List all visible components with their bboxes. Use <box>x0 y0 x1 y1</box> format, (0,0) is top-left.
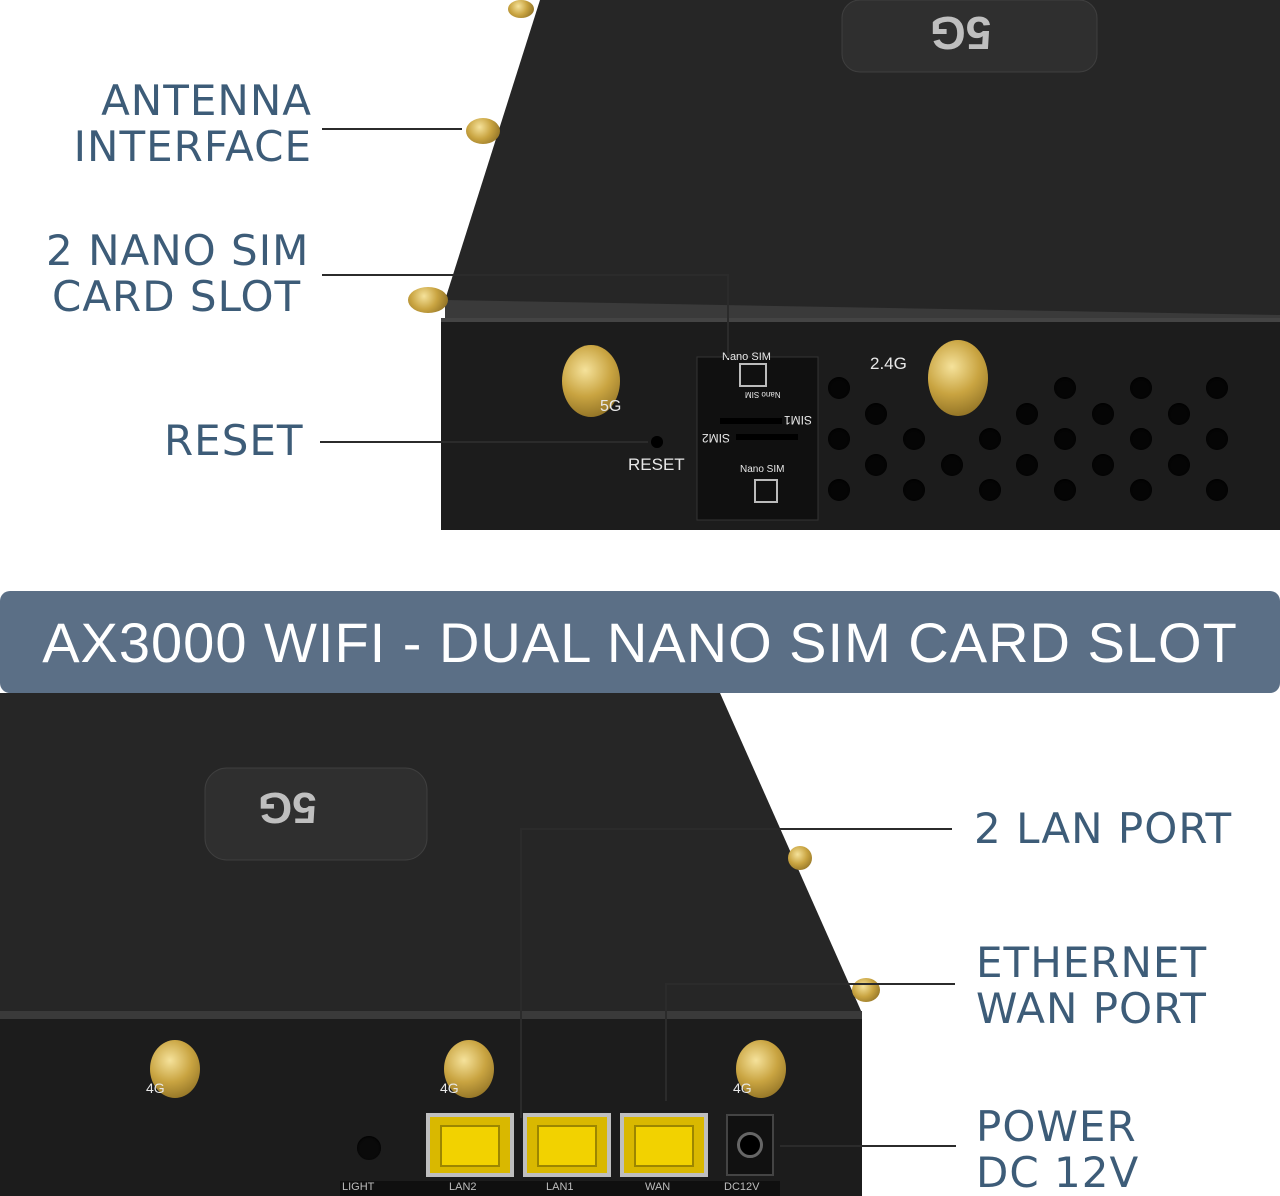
top-badge-5g: 5G <box>930 7 992 59</box>
light-indicator <box>357 1136 381 1160</box>
leader-sim-horizontal <box>322 274 728 276</box>
port-label-lan1: LAN1 <box>546 1181 574 1193</box>
antenna-stub-left <box>466 118 500 144</box>
callout-antenna-line1: ANTENNA <box>101 76 312 125</box>
leader-wan-horizontal <box>665 983 955 985</box>
callout-wan-port: ETHERNET WAN PORT <box>976 938 1208 1034</box>
nano-sim-bottom-label: Nano SIM <box>740 464 785 475</box>
antenna-stub-right-lower <box>852 978 880 1002</box>
callout-antenna-line2: INTERFACE <box>73 122 312 172</box>
bottom-device-body <box>0 693 862 1196</box>
antenna-connector-4g-1 <box>150 1040 200 1098</box>
antenna-connector-4g-2 <box>444 1040 494 1098</box>
antenna-label-4g-2: 4G <box>440 1080 459 1096</box>
port-label-lan2: LAN2 <box>449 1181 477 1193</box>
leader-wan-vertical <box>665 983 667 1101</box>
antenna-label-4g-3: 4G <box>733 1080 752 1096</box>
leader-lan-horizontal <box>520 828 952 830</box>
port-2-4g-label: 2.4G <box>870 354 907 373</box>
leader-lan-vertical <box>520 828 522 1118</box>
antenna-stub-side <box>408 287 448 313</box>
lan1-port[interactable] <box>523 1113 611 1177</box>
port-5g-fragment: 5G <box>600 398 622 415</box>
antenna-stub-right-upper <box>788 846 812 870</box>
sim1-label: SIM1 <box>784 413 813 427</box>
callout-lan-port: 2 LAN PORT <box>974 804 1233 853</box>
antenna-connector-4g-3 <box>736 1040 786 1098</box>
nano-sim-top-label: Nano SIM <box>722 351 771 363</box>
callout-wan-line1: ETHERNET <box>976 938 1208 987</box>
dc-power-jack[interactable] <box>726 1114 774 1176</box>
antenna-connector-2-4g <box>928 340 988 416</box>
title-banner: AX3000 WIFI - DUAL NANO SIM CARD SLOT <box>0 591 1280 693</box>
antenna-stub-top <box>508 0 534 18</box>
callout-power-line1: POWER <box>976 1102 1137 1151</box>
lan2-port[interactable] <box>426 1113 514 1177</box>
leader-antenna <box>322 128 462 130</box>
callout-antenna-interface: ANTENNA INTERFACE <box>40 76 312 172</box>
callout-reset: RESET <box>164 416 304 465</box>
port-label-wan: WAN <box>645 1181 671 1193</box>
callout-wan-line2: WAN PORT <box>976 984 1207 1034</box>
reset-pinhole[interactable] <box>651 436 663 448</box>
leader-power <box>780 1145 956 1147</box>
wan-port[interactable] <box>620 1113 708 1177</box>
callout-sim-line1: 2 NANO SIM <box>46 226 310 275</box>
callout-power: POWER DC 12V <box>976 1102 1140 1196</box>
reset-device-label: RESET <box>628 455 685 474</box>
leader-sim-vertical <box>727 274 729 358</box>
bottom-badge-5g: 5G <box>258 783 317 832</box>
callout-sim-slot: 2 NANO SIM CARD SLOT <box>46 226 316 322</box>
antenna-connector-5g <box>562 345 620 417</box>
callout-power-line2: DC 12V <box>976 1148 1140 1196</box>
callout-sim-line2: CARD SLOT <box>52 272 302 322</box>
port-label-dc12v: DC12V <box>724 1181 760 1193</box>
leader-reset <box>320 441 648 443</box>
antenna-label-4g-1: 4G <box>146 1080 165 1096</box>
sim2-label: SIM2 <box>702 431 731 445</box>
banner-title: AX3000 WIFI - DUAL NANO SIM CARD SLOT <box>42 610 1238 674</box>
nano-sim-small-label: Nano SIM <box>745 390 781 399</box>
port-label-light: LIGHT <box>342 1181 375 1193</box>
